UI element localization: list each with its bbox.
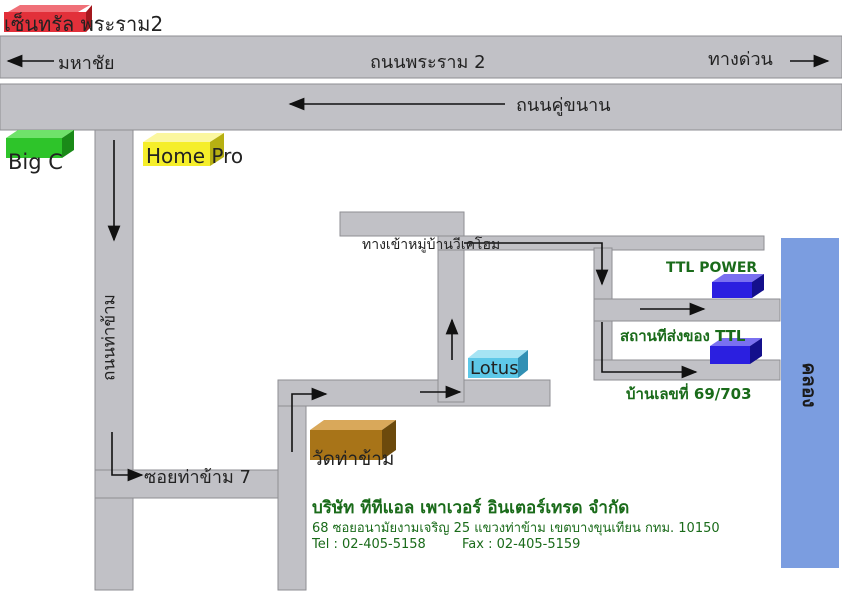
company-tel: Tel : 02-405-5158 [312,537,426,552]
arrow-to-soi7 [111,432,144,482]
central-box [4,5,92,32]
arrow-soi7-up [291,387,328,452]
homepro-label: Home Pro [146,144,244,168]
lotus-label: Lotus [470,358,519,379]
canal-label: คลอง [798,362,820,408]
road-ttl-delivery [593,359,781,381]
company-fax: Fax : 02-405-5159 [462,537,581,552]
road-rama2 [0,35,842,79]
company-name: บริษัท ทีทีแอล เพาเวอร์ อินเตอร์เทรด จำก… [312,498,630,518]
road-ttl-power [593,298,781,322]
village-label: ทางเข้าหมู่บ้านวีเคโฮม [362,237,501,253]
central-label: เซ็นทรัล พระราม2 [4,12,164,36]
to-expressway-label: ทางด่วน [708,49,773,70]
homepro-box [143,133,224,166]
lotus-box [468,350,528,378]
road-frontage [0,83,842,131]
arrow-delivery-road [601,322,698,379]
temple-label: วัดท่าข้าม [312,448,395,470]
bigc-box [6,130,74,158]
ttl-power-box [712,274,764,298]
direction-arrows [6,54,830,482]
arrow-village-entry [464,242,609,286]
road-village-vertical [437,231,465,403]
road-network [0,35,842,591]
house-number-label: บ้านเลขที่ 69/703 [626,385,752,403]
temple-box [310,420,396,460]
company-address: 68 ซอยอนามัยงามเจริญ 25 แขวงท่าข้าม เขตบ… [312,521,720,536]
frontage-label: ถนนคู่ขนาน [516,95,611,116]
rama2-label: ถนนพระราม 2 [370,52,486,73]
road-village-top [339,211,465,237]
road-lotus-row [277,379,551,407]
to-mahachai-label: มหาชัย [58,53,115,74]
thakham-label: ถนนท่าข้าม [99,294,120,381]
road-soi7-vertical [277,381,307,591]
delivery-box [710,338,762,364]
canal [781,238,839,568]
soi7-label: ซอยท่าข้าม 7 [144,467,251,488]
delivery-label: สถานทีส่งของ TTL [620,327,746,345]
bigc-label: Big C [8,150,63,174]
landmarks [4,5,764,460]
ttl-power-label: TTL POWER [666,260,758,276]
